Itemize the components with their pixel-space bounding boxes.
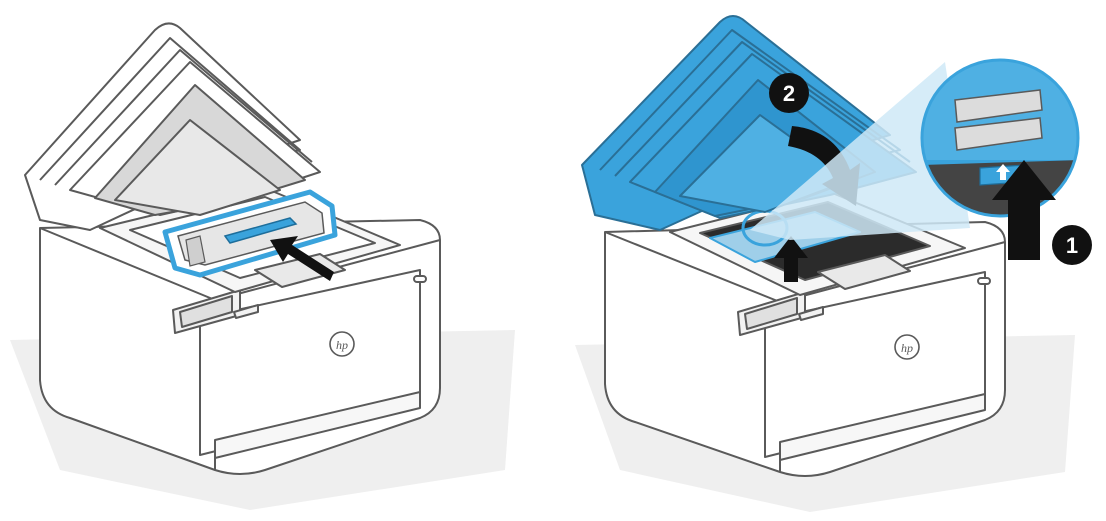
printer-open-lid-figure: hp xyxy=(0,0,520,521)
power-button xyxy=(414,276,426,282)
power-button xyxy=(978,278,990,284)
hp-logo-text: hp xyxy=(901,341,913,355)
step-2-number: 2 xyxy=(783,81,795,106)
step-1-badge: 1 xyxy=(1052,225,1092,265)
close-lid-illustration: hp 2 xyxy=(560,0,1106,521)
step-2-badge: 2 xyxy=(769,73,809,113)
hp-logo: hp xyxy=(330,332,354,356)
printer-close-lid-figure: hp 2 xyxy=(560,0,1106,521)
step-1-number: 1 xyxy=(1066,233,1078,258)
hp-logo: hp xyxy=(895,335,919,359)
hp-logo-text: hp xyxy=(336,338,348,352)
insert-cartridge-illustration: hp xyxy=(0,0,520,521)
